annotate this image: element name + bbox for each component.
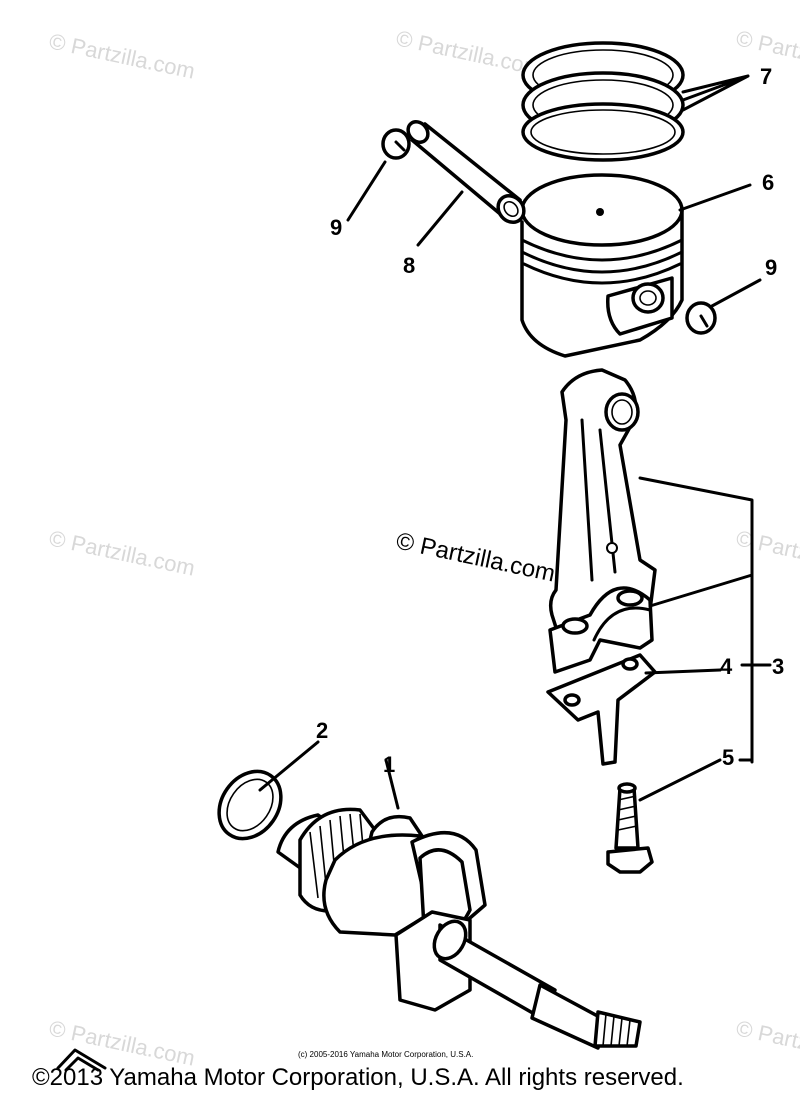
oil-seal-ring — [217, 769, 283, 841]
callout-9-left: 9 — [330, 215, 342, 240]
callout-2: 2 — [316, 718, 328, 743]
piston — [520, 173, 684, 358]
callout-8: 8 — [403, 253, 415, 278]
copyright-footer: ©2013 Yamaha Motor Corporation, U.S.A. A… — [32, 1064, 684, 1091]
piston-pin — [406, 120, 526, 224]
watermark-bottom-left: © Partzilla.com — [47, 1015, 197, 1070]
connecting-rod — [548, 368, 657, 674]
leader-lines — [258, 74, 772, 810]
corner-logo-mark — [56, 1048, 107, 1072]
callout-4: 4 — [720, 654, 733, 679]
watermark-mid-left: © Partzilla.com — [47, 525, 197, 580]
watermark-mid-right: © Partzilla.com — [734, 525, 800, 580]
piston-pin-clips — [381, 128, 717, 335]
callout-numbers: 7 6 9 8 9 4 3 5 2 1 — [316, 64, 784, 777]
watermark-top-left: © Partzilla.com — [47, 28, 197, 83]
crankshaft — [276, 807, 642, 1050]
small-copyright: (c) 2005-2016 Yamaha Motor Corporation, … — [298, 1050, 473, 1059]
lock-washer-plate — [546, 653, 657, 766]
piston-rings — [521, 41, 685, 162]
callout-5: 5 — [722, 745, 734, 770]
watermark-bottom-right: © Partzilla.com — [734, 1015, 800, 1070]
partzilla-watermark: © Partzilla.com — [394, 527, 558, 587]
callout-3: 3 — [772, 654, 784, 679]
connecting-rod-bolt — [606, 782, 654, 874]
callout-7: 7 — [760, 64, 772, 89]
callout-6: 6 — [762, 170, 774, 195]
callout-9-right: 9 — [765, 255, 777, 280]
callout-1: 1 — [383, 752, 395, 777]
